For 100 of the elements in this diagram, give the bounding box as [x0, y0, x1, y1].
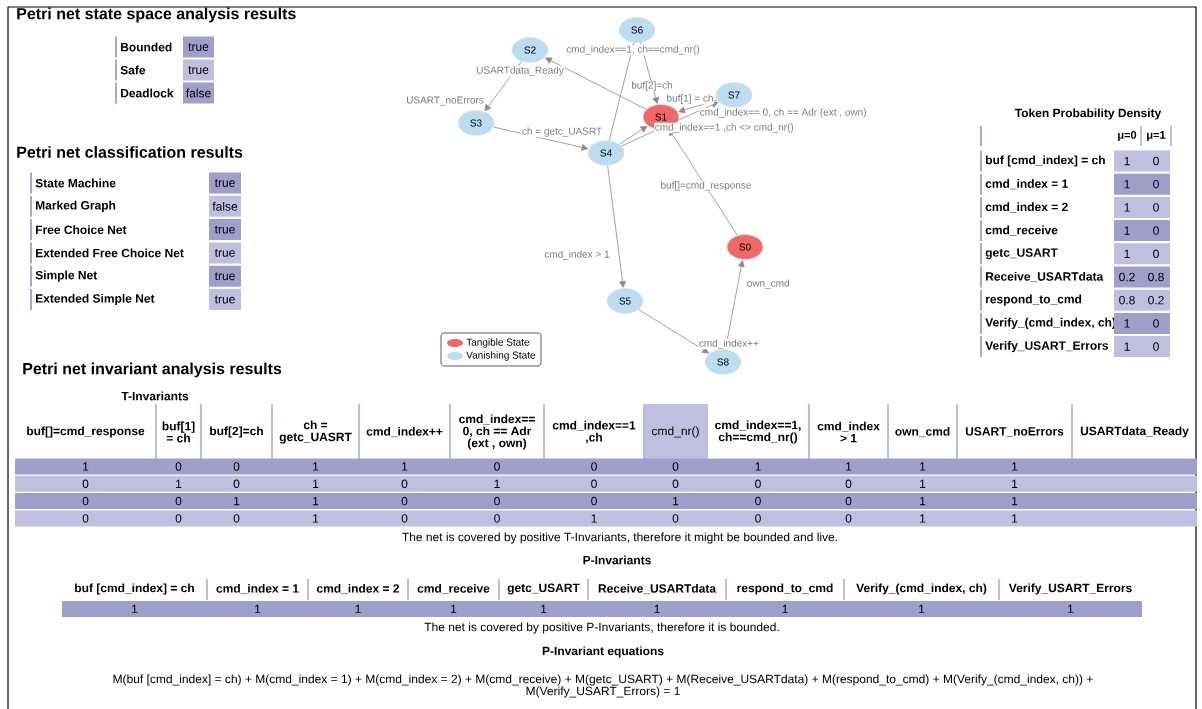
arrow	[607, 165, 626, 288]
row-label: Safe	[115, 59, 146, 81]
column-header: μ=1	[1147, 131, 1166, 141]
legend-text: Tangible State	[466, 338, 530, 348]
cell-value: 0	[175, 462, 182, 471]
cell-value: 0	[233, 514, 240, 523]
table-title: P-Invariant equations	[542, 646, 664, 658]
cell-value: 1	[355, 604, 361, 614]
table-cell: true	[183, 59, 214, 81]
edge-label: buf[2]=ch	[630, 80, 674, 92]
edge-label: buf[1] = ch	[665, 93, 715, 105]
table-cell: 1 0	[1114, 336, 1170, 358]
cell-value: 1	[654, 604, 660, 614]
cell-value: 1	[1012, 514, 1018, 523]
row-label: Deadlock	[115, 82, 174, 104]
column-header: ch = getc_UASRT	[279, 420, 352, 444]
row-label: Free Choice Net	[30, 219, 127, 241]
table-cell: 0.8 0.2	[1114, 289, 1170, 311]
table-cell: true	[209, 219, 241, 241]
edge-label: cmd_index== 0, ch == Adr (ext , own)	[699, 107, 868, 119]
table-cell: 0.2 0.8	[1114, 266, 1170, 288]
cell-value: 1	[313, 496, 319, 506]
cell-value: 1	[673, 496, 679, 506]
arrow	[640, 42, 659, 104]
cell-value: 0	[591, 479, 597, 489]
cell-value: 0	[672, 514, 679, 523]
cell-value: 0	[494, 514, 500, 523]
row-label: cmd_receive	[980, 220, 1058, 242]
cell-value: 0	[175, 496, 182, 506]
cell-value: 0	[175, 514, 182, 523]
cell-value: 1	[234, 496, 240, 506]
table-cell: 1 0	[1114, 243, 1170, 265]
note-text: The net is covered by positive P-Invariants, therefore it is bounded.	[424, 622, 779, 634]
column-header: μ=0	[1118, 131, 1137, 141]
legend-text: Vanishing State	[466, 351, 536, 361]
edge-label: own_cmd	[746, 278, 791, 290]
row-label: getc_USART	[980, 243, 1058, 265]
arrow	[493, 126, 589, 151]
cell-value: 1	[782, 604, 788, 614]
cell-value: 0	[82, 496, 89, 506]
cell-value: 1	[176, 479, 182, 488]
column-header: USART_noErrors	[965, 427, 1064, 437]
column-header: Verify_(cmd_index, ch)	[856, 583, 987, 595]
column-header: buf[2]=ch	[210, 426, 263, 438]
section-heading: Petri net classification results	[17, 146, 243, 158]
cell-value: 0	[755, 514, 761, 523]
cell-value: 0	[672, 462, 679, 471]
row-label: Bounded	[115, 36, 172, 58]
column-header: own_cmd	[895, 426, 950, 438]
cell-value: 1	[920, 462, 926, 471]
cell-value: 1	[591, 514, 597, 523]
cell-value: 0	[755, 496, 761, 506]
edge-label: cmd_index==1, ch==cmd_nr()	[565, 44, 701, 56]
edge-label: cmd_index==1 ,ch <> cmd_nr()	[654, 122, 795, 134]
edge-label: buf[]=cmd_response	[659, 180, 753, 192]
cell-value: 1	[920, 514, 926, 523]
table-cell: false	[209, 195, 241, 217]
column-header: USARTdata_Ready	[1080, 426, 1189, 438]
cell-value: 1	[313, 479, 319, 488]
cell-value: 1	[451, 604, 457, 614]
column-header: cmd_index== 0, ch == Adr (ext , own)	[459, 414, 535, 450]
table-cell: true	[209, 265, 241, 287]
column-header: cmd_index = 2	[316, 583, 400, 595]
edge-label: cmd_index > 1	[543, 249, 611, 261]
cell-value: 0	[401, 479, 408, 489]
row-label: Marked Graph	[30, 195, 116, 217]
cell-value: 1	[846, 462, 852, 471]
section-heading: Petri net state space analysis results	[17, 7, 296, 23]
cell-value: 1	[919, 604, 925, 614]
cell-value: 0	[845, 479, 852, 489]
column-header: cmd_index==1 ,ch	[552, 420, 636, 444]
cell-value: 1	[83, 462, 89, 471]
note-text: The net is covered by positive T-Invariants, therefore it might be bounded and live.	[402, 532, 837, 544]
column-header: cmd_index++	[366, 426, 443, 438]
table-title: Token Probability Density	[1014, 108, 1162, 120]
cell-value: 0	[591, 496, 597, 506]
cell-value: 0	[845, 514, 852, 523]
table-cell: 1 0	[1114, 220, 1170, 242]
cell-value: 0	[233, 479, 240, 489]
column-header: Receive_USARTdata	[598, 583, 717, 595]
row-label: buf [cmd_index] = ch	[980, 150, 1105, 172]
cell-value: 1	[132, 604, 138, 614]
cell-value: 0	[672, 479, 679, 489]
column-header: cmd_index = 1	[216, 583, 299, 595]
column-header: cmd_receive	[417, 583, 490, 595]
cell-value: 1	[1068, 604, 1074, 614]
edge-label: ch = getc_UASRT	[521, 126, 603, 138]
cell-value: 1	[1012, 462, 1018, 471]
cell-value: 0	[82, 514, 89, 523]
cell-value: 0	[494, 496, 500, 506]
table-title: T-Invariants	[121, 391, 189, 401]
table-cell: true	[209, 172, 241, 194]
row-label: Receive_USARTdata	[980, 266, 1104, 288]
row-label: Simple Net	[30, 265, 98, 287]
row-label: Extended Simple Net	[30, 289, 155, 310]
column-header: getc_USART	[507, 583, 580, 595]
cell-value: 1	[494, 479, 500, 488]
table-cell: false	[183, 82, 214, 104]
cell-value: 0	[233, 462, 240, 471]
table-cell: true	[183, 36, 214, 58]
